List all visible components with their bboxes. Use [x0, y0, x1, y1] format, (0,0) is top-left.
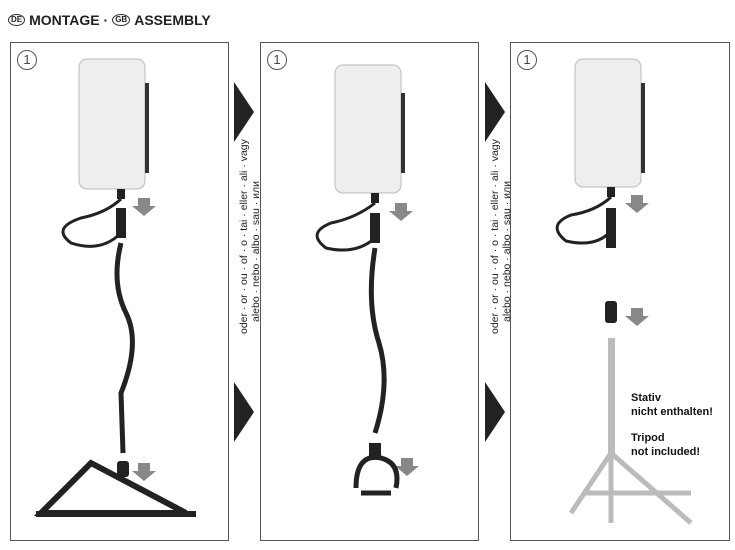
- clamp-illustration: [315, 64, 419, 496]
- step-number: 1: [17, 50, 37, 70]
- de-country-code: DE: [8, 14, 26, 26]
- step-number: 1: [517, 50, 537, 70]
- arrow-right-icon: [234, 82, 254, 142]
- page-header: DE MONTAGE · GB ASSEMBLY: [8, 12, 211, 28]
- panel-clamp: 1: [260, 42, 479, 541]
- or-text: oder · or · ou · of · o · tai · eller · …: [238, 139, 262, 334]
- desk-stand-illustration: [33, 58, 196, 517]
- gb-title: ASSEMBLY: [134, 12, 211, 28]
- arrow-right-icon: [485, 82, 505, 142]
- de-title: MONTAGE ·: [29, 12, 109, 28]
- separator-1: oder · or · ou · of · o · tai · eller · …: [230, 42, 262, 539]
- arrow-right-icon: [485, 382, 505, 442]
- gb-country-code: GB: [112, 14, 131, 26]
- tripod-illustration: [555, 58, 693, 525]
- separator-2: oder · or · ou · of · o · tai · eller · …: [481, 42, 513, 539]
- panel-desk-stand: 1: [10, 42, 229, 541]
- arrow-right-icon: [234, 382, 254, 442]
- step-number: 1: [267, 50, 287, 70]
